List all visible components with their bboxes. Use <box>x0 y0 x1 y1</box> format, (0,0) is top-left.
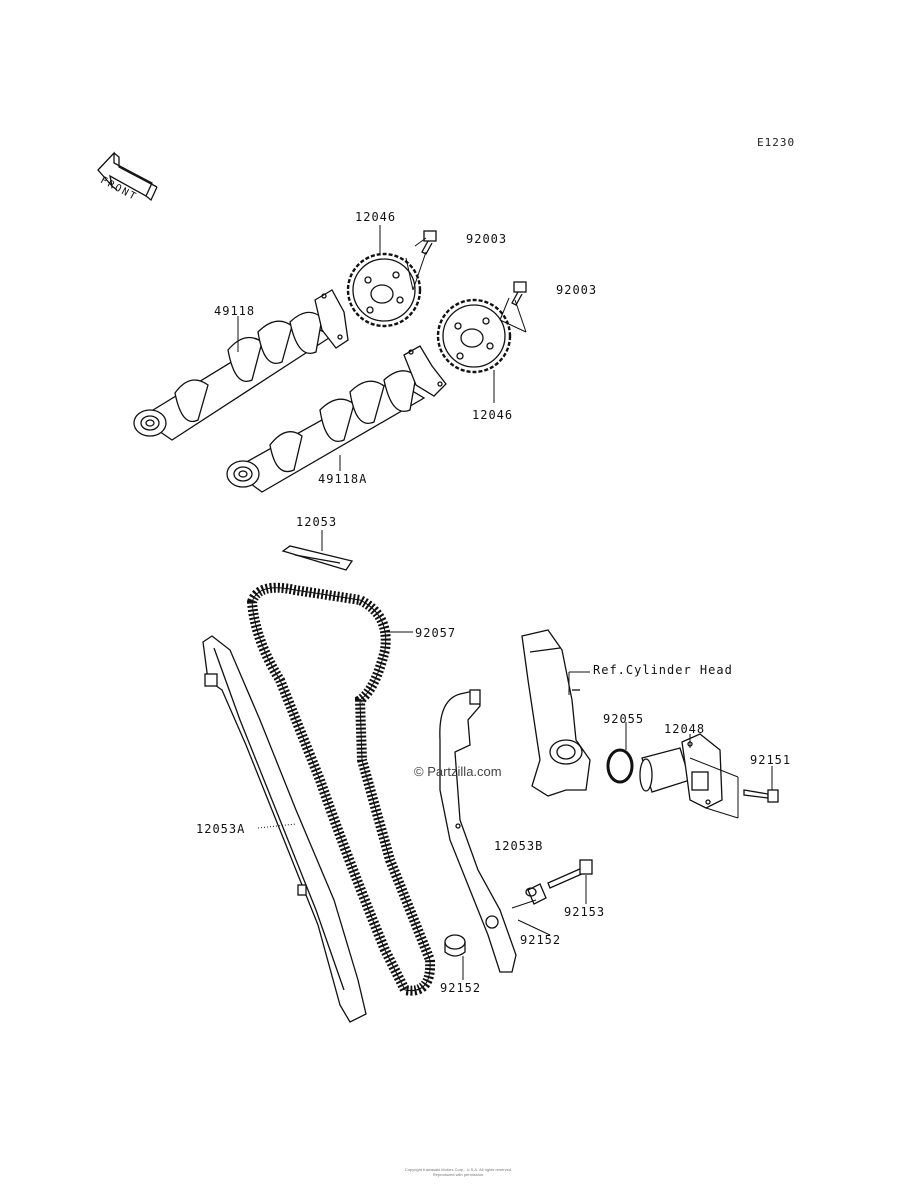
chain-guide-top[interactable] <box>281 545 354 571</box>
tensioner-bolt[interactable] <box>743 789 779 803</box>
label-ref-cylinder-head: Ref.Cylinder Head <box>593 663 733 677</box>
label-12053[interactable]: 12053 <box>296 515 338 529</box>
cam-sprocket-upper[interactable] <box>346 252 422 328</box>
copyright-footer: Copyright Kawasaki Motors Corp., U.S.A. … <box>300 1167 617 1177</box>
label-49118[interactable]: 49118 <box>214 304 256 318</box>
footer-line-1: Copyright Kawasaki Motors Corp., U.S.A. … <box>404 1167 513 1172</box>
footer-line-2: Reproduced with permission. <box>432 1172 485 1177</box>
front-arrow-icon <box>97 151 158 202</box>
chain-guide-rear[interactable] <box>439 689 517 973</box>
collar-lower[interactable] <box>444 934 466 957</box>
sprocket-bolt-upper[interactable] <box>421 230 437 255</box>
chain-guide-front[interactable] <box>202 635 367 1023</box>
camshaft-exhaust[interactable] <box>133 289 349 441</box>
label-92152-lower[interactable]: 92152 <box>440 981 482 995</box>
cam-chain[interactable] <box>246 582 436 996</box>
chain-tensioner[interactable] <box>639 733 723 809</box>
label-92003-lower[interactable]: 92003 <box>556 283 598 297</box>
label-92055[interactable]: 92055 <box>603 712 645 726</box>
guide-bolt[interactable] <box>547 859 593 889</box>
label-12046-upper[interactable]: 12046 <box>355 210 397 224</box>
label-12046-lower[interactable]: 12046 <box>472 408 514 422</box>
label-12053B[interactable]: 12053B <box>494 839 544 853</box>
label-92003-upper[interactable]: 92003 <box>466 232 508 246</box>
label-92152-upper[interactable]: 92152 <box>520 933 562 947</box>
label-92057[interactable]: 92057 <box>415 626 457 640</box>
label-12053A[interactable]: 12053A <box>196 822 246 836</box>
o-ring[interactable] <box>606 748 634 784</box>
cam-sprocket-lower[interactable] <box>436 298 512 374</box>
label-92153[interactable]: 92153 <box>564 905 606 919</box>
cylinder-head-reference <box>521 629 591 797</box>
leader-lines <box>237 225 773 980</box>
label-49118A[interactable]: 49118A <box>318 472 368 486</box>
camshaft-intake[interactable] <box>226 345 447 493</box>
watermark: © Partzilla.com <box>414 764 502 779</box>
sprocket-bolt-lower[interactable] <box>511 281 527 306</box>
label-92151[interactable]: 92151 <box>750 753 792 767</box>
collar-upper[interactable] <box>525 883 547 905</box>
label-12048[interactable]: 12048 <box>664 722 706 736</box>
diagram-id: E1230 <box>757 136 796 149</box>
